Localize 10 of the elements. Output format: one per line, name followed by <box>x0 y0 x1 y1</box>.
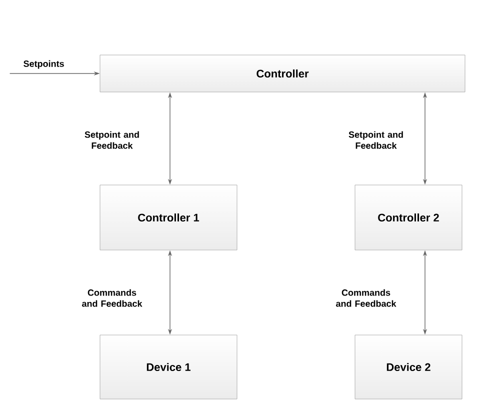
edge-label: Setpoints <box>24 60 64 69</box>
edge-label: Commands and Feedback <box>336 289 396 307</box>
process-box: Device 2 <box>354 334 462 400</box>
edge-label: Commands and Feedback <box>82 289 142 307</box>
edge-label: Setpoint and Feedback <box>348 131 403 149</box>
process-box: Controller 1 <box>100 184 238 250</box>
edge-label: Setpoint and Feedback <box>84 131 139 149</box>
process-box: Controller 2 <box>354 184 462 250</box>
process-box: Device 1 <box>100 334 238 400</box>
process-box: Controller <box>100 54 466 92</box>
